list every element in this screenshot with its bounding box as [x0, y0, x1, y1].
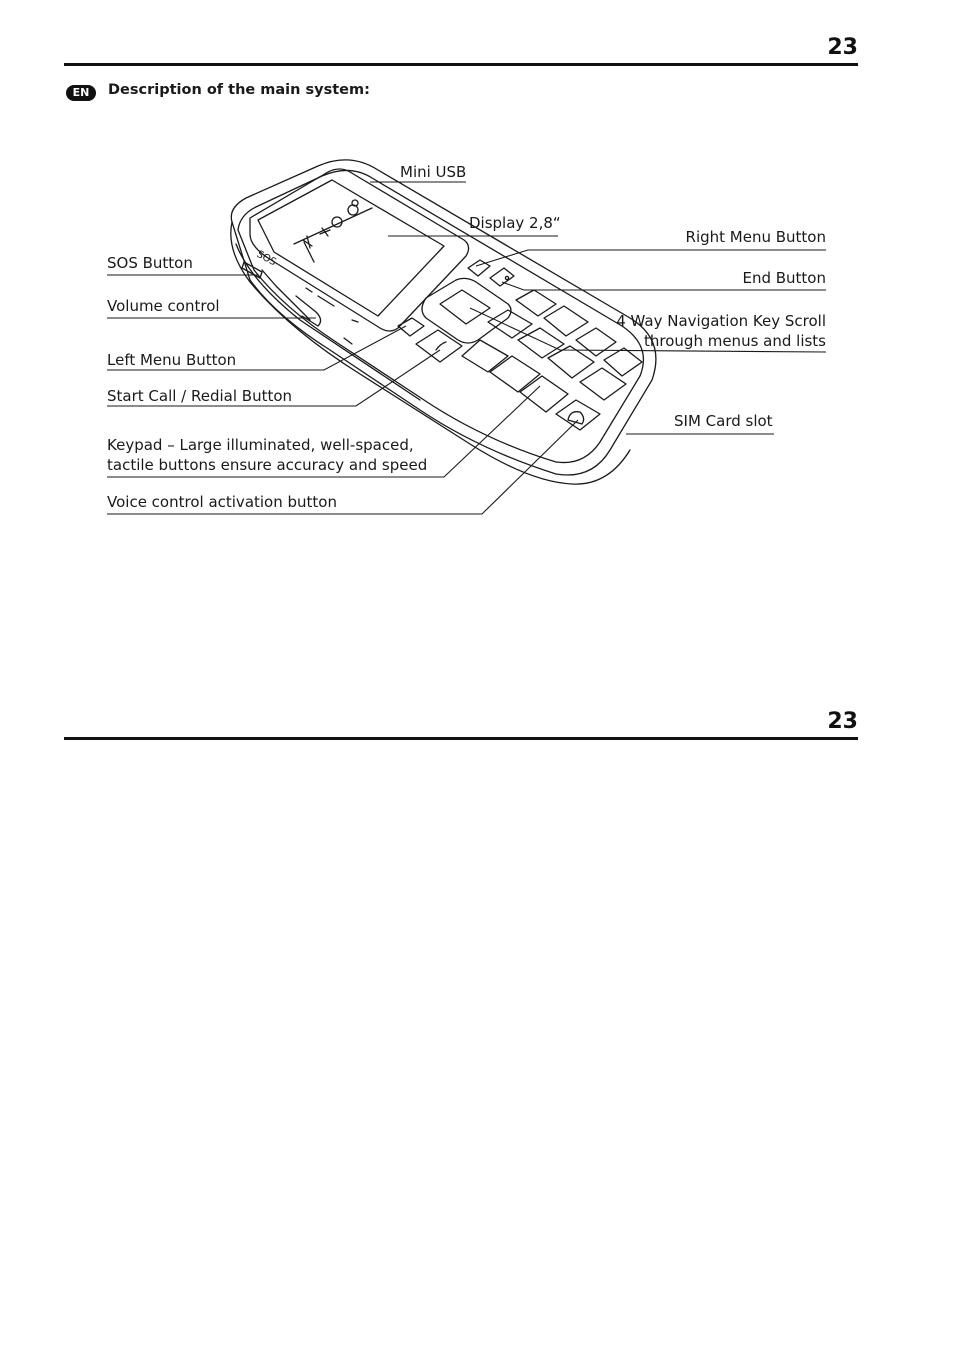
phone-diagram: SOS: [107, 159, 827, 515]
label-display: Display 2,8“: [469, 214, 561, 232]
label-volume-control: Volume control: [107, 297, 220, 315]
section-heading: Description of the main system:: [108, 82, 370, 98]
leader-keypad: [107, 385, 541, 478]
label-start-call-button: Start Call / Redial Button: [107, 387, 293, 405]
label-nav-key-line1: 4 Way Navigation Key Scroll: [616, 312, 826, 330]
label-keypad-line2: tactile buttons ensure accuracy and spee…: [107, 456, 428, 474]
leader-right-menu: [475, 249, 826, 267]
page-number-bottom: 23: [827, 709, 858, 734]
language-badge: EN: [66, 85, 96, 101]
leader-end-button: [501, 281, 826, 291]
nav-key-outer: [421, 277, 512, 344]
bottom-rule: [64, 737, 858, 740]
label-right-menu-button: Right Menu Button: [685, 228, 826, 246]
label-keypad-line1: Keypad – Large illuminated, well-spaced,: [107, 436, 414, 454]
label-sim-card-slot: SIM Card slot: [674, 412, 773, 430]
top-rule: [64, 63, 858, 66]
page-number-top: 23: [827, 35, 858, 60]
screen-bezel: [249, 168, 470, 332]
label-left-menu-button: Left Menu Button: [107, 351, 237, 369]
label-mini-usb: Mini USB: [400, 163, 467, 181]
label-sos-button: SOS Button: [107, 254, 193, 272]
phone-body: [230, 159, 657, 476]
keypad-grid: [461, 289, 643, 431]
label-nav-key-line2: through menus and lists: [644, 332, 826, 350]
leader-nav-key: [469, 307, 827, 353]
display-screen: [257, 179, 445, 317]
leader-left-menu: [107, 325, 407, 371]
label-voice-control-button: Voice control activation button: [107, 493, 337, 511]
label-end-button: End Button: [742, 269, 826, 287]
leader-start-call: [107, 349, 441, 407]
leader-voice: [107, 419, 579, 515]
